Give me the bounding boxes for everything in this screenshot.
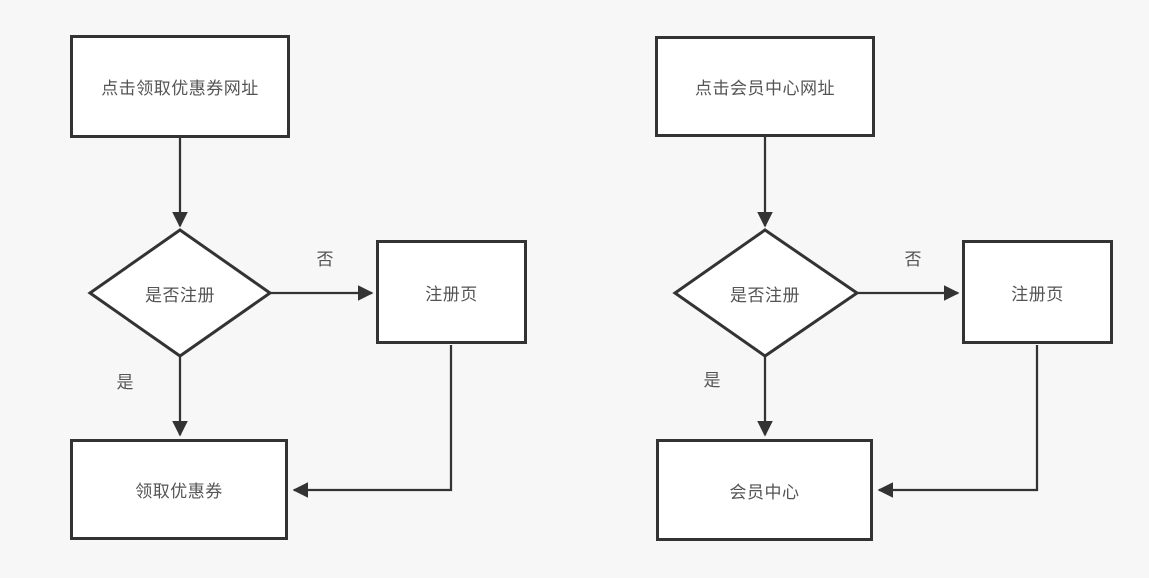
coupon-decision-diamond — [87, 228, 273, 358]
node-coupon-start-label: 点击领取优惠券网址 — [101, 79, 259, 98]
node-coupon-register: 注册页 — [376, 240, 527, 344]
node-member-result-label: 会员中心 — [729, 482, 800, 502]
member-edge-yes-label: 是 — [703, 370, 721, 390]
member-register-to-result-arrow — [877, 345, 1039, 498]
node-coupon-result: 领取优惠券 — [70, 439, 288, 540]
node-member-decision-label: 是否注册 — [730, 285, 800, 305]
member-decision-diamond — [672, 228, 860, 358]
node-member-register: 注册页 — [962, 240, 1113, 344]
coupon-register-to-result-arrow — [292, 345, 453, 498]
member-edge-no-label: 否 — [904, 249, 922, 269]
node-member-start: 点击会员中心网址 — [655, 36, 875, 137]
node-member-result: 会员中心 — [656, 439, 873, 541]
node-member-register-label: 注册页 — [1011, 284, 1064, 304]
node-coupon-result-label: 领取优惠券 — [135, 482, 223, 501]
coupon-edge-yes-label: 是 — [116, 372, 134, 392]
node-coupon-start: 点击领取优惠券网址 — [70, 35, 290, 138]
node-coupon-register-label: 注册页 — [425, 284, 478, 304]
coupon-edge-no-label: 否 — [316, 249, 334, 269]
node-coupon-decision-label: 是否注册 — [145, 285, 215, 305]
node-member-start-label: 点击会员中心网址 — [695, 79, 835, 98]
